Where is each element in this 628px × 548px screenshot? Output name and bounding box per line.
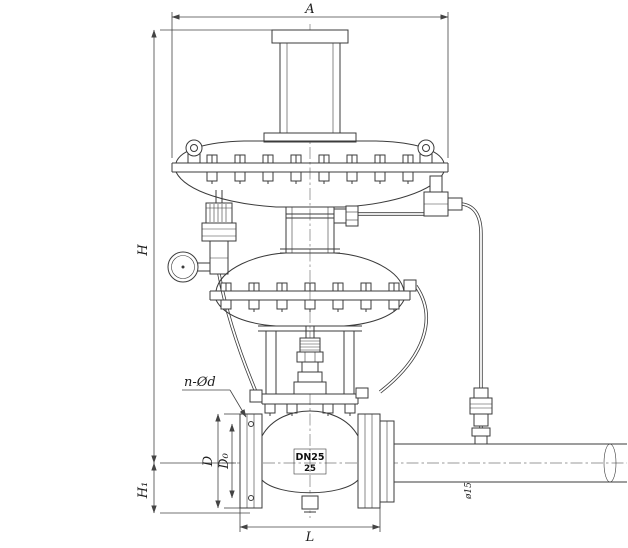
packing-gland xyxy=(297,371,323,383)
yoke-and-stem xyxy=(258,325,362,394)
right-flange xyxy=(357,413,381,509)
dimension-d0: D₀ xyxy=(217,423,235,499)
neck-fitting xyxy=(333,208,347,224)
bonnet-left-tube-fitting xyxy=(249,389,263,403)
dim-L-label: L xyxy=(305,530,315,545)
marking-pad xyxy=(293,448,327,475)
lifting-eye-left xyxy=(185,139,203,164)
actuator-neck xyxy=(280,205,359,254)
bolt-callout-label: n-Ød xyxy=(184,375,216,390)
dim-H-label: H xyxy=(136,244,151,257)
bonnet-right-tube-fitting xyxy=(355,387,369,399)
bonnet xyxy=(249,371,369,417)
bolt-hole-callout: n-Ød xyxy=(182,375,247,418)
dimension-d: D xyxy=(201,413,240,509)
pipeline xyxy=(394,443,627,483)
dimension-a: A xyxy=(171,2,449,158)
companion-flange xyxy=(379,420,395,503)
pipe-dia-label: ø15 xyxy=(464,482,474,500)
pipe-tap-fitting xyxy=(474,435,488,445)
needle-valve-assembly xyxy=(469,387,493,445)
impulse-tubing xyxy=(217,202,483,440)
drain-boss xyxy=(301,495,319,510)
lifting-eye-right xyxy=(417,139,435,164)
dimension-l: L xyxy=(239,508,381,545)
pressure-gauge xyxy=(167,251,199,283)
dome-junction-fitting xyxy=(423,175,463,217)
dim-D0-label: D₀ xyxy=(217,452,232,469)
valve-marking-line1: DN25 xyxy=(295,452,324,463)
bolt-hole xyxy=(248,495,254,501)
valve-body: DN25 25 xyxy=(261,410,359,513)
dimension-h: H xyxy=(136,29,272,464)
dim-H1-label: H₁ xyxy=(136,482,151,500)
dim-D-label: D xyxy=(201,455,216,467)
actuator-column xyxy=(263,29,357,143)
left-flange xyxy=(239,413,263,509)
dim-A-label: A xyxy=(304,2,314,17)
upper-diaphragm-actuator xyxy=(171,139,449,208)
pilot-regulator xyxy=(196,190,237,275)
chamber-tube-fitting xyxy=(403,279,417,292)
middle-diaphragm-chamber xyxy=(209,252,417,327)
valve-marking-line2: 25 xyxy=(304,464,316,474)
bolt-hole xyxy=(248,421,254,427)
pipe-diameter-callout: ø15 xyxy=(464,482,474,500)
dimension-h1: H₁ xyxy=(136,462,250,514)
